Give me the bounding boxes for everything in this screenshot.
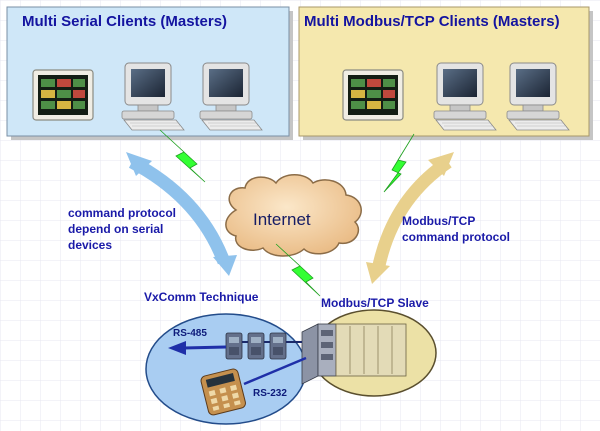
rs485-module-icon [269, 332, 287, 360]
hmi-touch-panel-icon [32, 69, 94, 121]
right-protocol-line-2: command protocol [402, 230, 511, 244]
serial-protocol-arrow-head-top [126, 152, 152, 176]
rs232-connection-line [243, 356, 307, 386]
serial-protocol-arrow-head-bottom [213, 255, 237, 276]
vxcomm-technique-label: VxComm Technique [144, 290, 259, 304]
rs485-label: RS-485 [173, 328, 207, 339]
rs232-keypad-terminal-icon [200, 368, 246, 416]
rs485-arrow-head [168, 341, 186, 355]
lightning-bolt-icon [275, 243, 321, 297]
lightning-bolt-icon [159, 129, 206, 183]
modbus-protocol-arrow-head-bottom [366, 262, 390, 284]
modbus-slave-label: Modbus/TCP Slave [321, 296, 429, 310]
lightning-bolt-icon [383, 133, 415, 193]
internet-label: Internet [253, 210, 311, 229]
modbus-masters-title: Multi Modbus/TCP Clients (Masters) [304, 13, 560, 30]
right-protocol-line-1: Modbus/TCP [402, 214, 476, 228]
left-protocol-line-1: command protocol [68, 206, 177, 220]
rs485-arrow-line [183, 345, 227, 350]
rs485-module-icon [247, 332, 265, 360]
rs232-label: RS-232 [253, 388, 287, 399]
rs485-module-icon [225, 332, 243, 360]
left-protocol-line-3: devices [68, 238, 113, 252]
internet-cloud-icon [225, 174, 362, 257]
hmi-touch-panel-icon [342, 69, 404, 121]
serial-masters-title: Multi Serial Clients (Masters) [22, 13, 228, 30]
vxcomm-server-rack-icon [301, 323, 407, 385]
left-protocol-line-2: depend on serial [68, 222, 164, 236]
modbus-protocol-arrow [371, 156, 452, 272]
serial-protocol-arrow [128, 156, 231, 265]
modbus-protocol-arrow-head-top [428, 152, 454, 176]
